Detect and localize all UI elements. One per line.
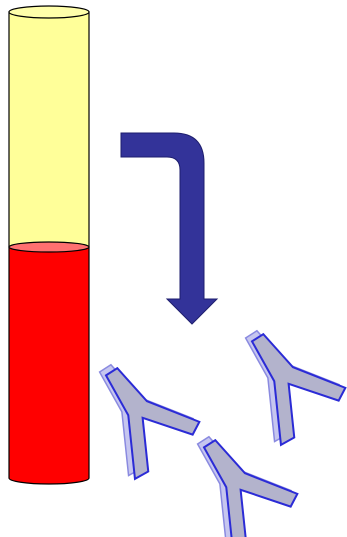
antibody-group — [98, 322, 347, 537]
red-cell-layer — [8, 246, 90, 485]
antibody-right — [244, 322, 347, 448]
tube-opening — [8, 5, 90, 19]
curved-down-arrow-icon — [120, 132, 219, 325]
antibody-bottom — [196, 428, 304, 537]
antibody-left — [98, 356, 206, 482]
test-tube-icon — [8, 5, 90, 485]
layer-interface — [8, 241, 90, 253]
plasma-layer — [8, 11, 90, 248]
